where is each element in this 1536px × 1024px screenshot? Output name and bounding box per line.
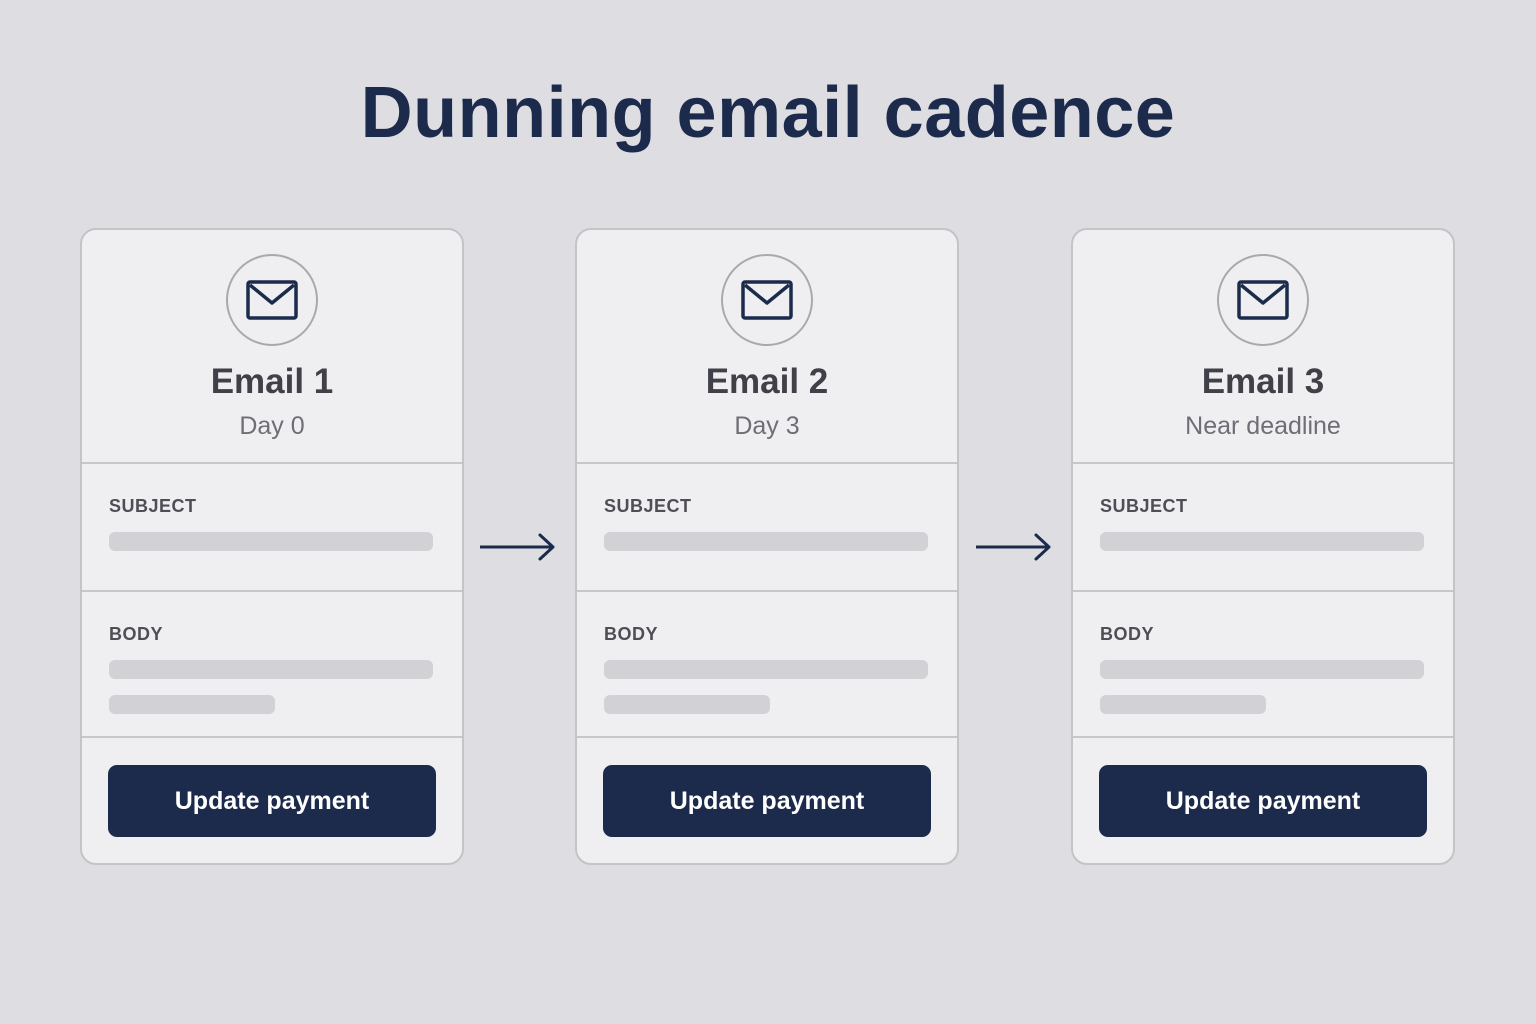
- subject-label: SUBJECT: [604, 496, 692, 516]
- update-payment-button[interactable]: Update payment: [1099, 765, 1427, 837]
- card-header: Email 1 Day 0: [82, 230, 462, 464]
- card-title: Email 2: [705, 362, 829, 401]
- card-timing: Day 0: [239, 412, 305, 440]
- envelope-icon: [226, 254, 318, 346]
- body-section: BODY: [577, 592, 957, 738]
- body-section: BODY: [1073, 592, 1453, 738]
- body-placeholder-line-short: [1100, 695, 1266, 714]
- card-title: Email 1: [210, 362, 334, 401]
- subject-section: SUBJECT: [1073, 464, 1453, 592]
- card-title: Email 3: [1201, 362, 1325, 401]
- card-header: Email 2 Day 3: [577, 230, 957, 464]
- subject-label: SUBJECT: [1100, 496, 1188, 516]
- body-label: BODY: [109, 624, 164, 644]
- email-card-2: Email 2 Day 3 SUBJECT BODY Update paymen…: [575, 228, 959, 865]
- body-placeholder-line-short: [109, 695, 275, 714]
- update-payment-button[interactable]: Update payment: [108, 765, 436, 837]
- email-card-3: Email 3 Near deadline SUBJECT BODY Updat…: [1071, 228, 1455, 865]
- subject-section: SUBJECT: [82, 464, 462, 592]
- body-placeholder-line: [604, 660, 928, 679]
- card-timing: Day 3: [734, 412, 800, 440]
- subject-placeholder-line: [604, 532, 928, 551]
- subject-placeholder-line: [109, 532, 433, 551]
- card-timing: Near deadline: [1185, 412, 1341, 440]
- update-payment-button[interactable]: Update payment: [603, 765, 931, 837]
- body-section: BODY: [82, 592, 462, 738]
- card-header: Email 3 Near deadline: [1073, 230, 1453, 464]
- envelope-icon: [1217, 254, 1309, 346]
- subject-label: SUBJECT: [109, 496, 197, 516]
- body-placeholder-line: [1100, 660, 1424, 679]
- subject-section: SUBJECT: [577, 464, 957, 592]
- envelope-icon: [721, 254, 813, 346]
- body-label: BODY: [604, 624, 659, 644]
- email-card-1: Email 1 Day 0 SUBJECT BODY Update paymen…: [80, 228, 464, 865]
- arrow-right-icon: [480, 533, 555, 561]
- arrow-right-icon: [976, 533, 1051, 561]
- body-label: BODY: [1100, 624, 1155, 644]
- subject-placeholder-line: [1100, 532, 1424, 551]
- body-placeholder-line-short: [604, 695, 770, 714]
- body-placeholder-line: [109, 660, 433, 679]
- page-title: Dunning email cadence: [360, 73, 1176, 153]
